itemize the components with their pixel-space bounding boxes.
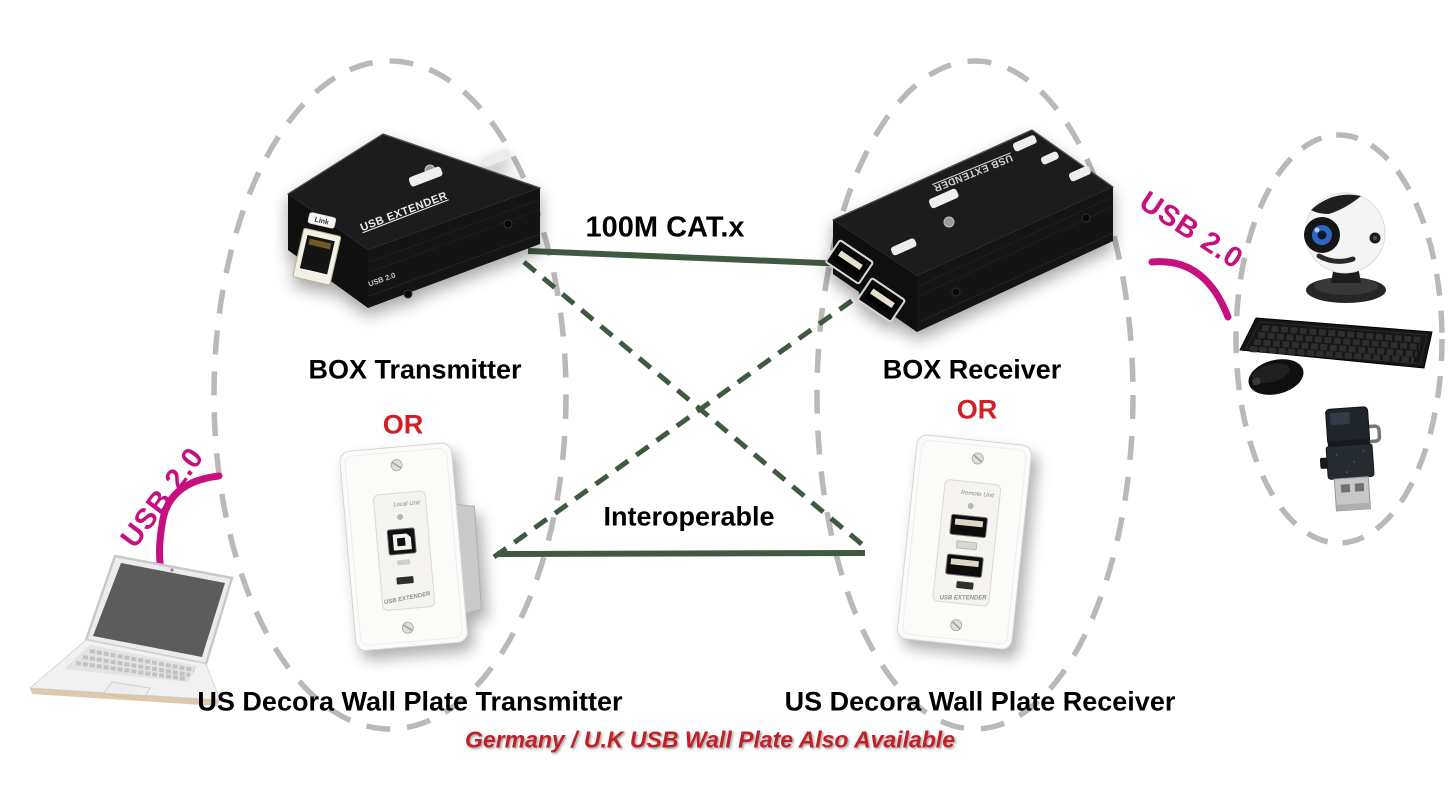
top-label-2 [1012,135,1037,152]
usb-curve-right [1148,258,1232,321]
laptop-bottom-edge [30,688,220,706]
transmitter-group-ellipse [211,58,569,732]
peripherals-group-ellipse [1233,132,1445,546]
laptop-screen [93,563,225,657]
mouse-scroll-wheel [1252,377,1261,386]
usb-a-port-1 [949,513,988,539]
drive-body [1325,443,1375,480]
box-transmitter-image: Link USB EXTENDER USB 2.0 [287,133,542,308]
svg-text:USB EXTENDER: USB EXTENDER [940,596,988,602]
cat-link-line [527,248,848,267]
rj45-port [292,227,342,286]
top-label-2 [482,148,511,167]
drive-nub [1319,457,1329,469]
top-label-4 [1068,166,1091,182]
cross-link-up-line [492,289,866,560]
brand-mark [396,576,414,585]
or-label-transmitter: OR [382,409,424,440]
screw [503,219,513,229]
availability-footnote: Germany / U.K USB Wall Plate Also Availa… [465,726,955,753]
receiver-group-ellipse [814,58,1136,732]
wall-plate-transmitter-label: US Decora Wall Plate Transmitter [197,686,623,717]
webcam-dot [170,568,174,572]
usb-a-port-2 [945,553,984,578]
usb-a-port-1 [825,239,874,285]
webcam-image [1304,192,1386,303]
usb-flash-drive-image [1319,406,1382,512]
box-transmitter-label: BOX Transmitter [308,354,522,385]
laptop-image [28,554,234,706]
box-front-face [368,188,540,308]
usb-b-port [386,527,417,556]
mouse [1248,359,1304,395]
top-label-3 [1040,151,1059,165]
or-label-receiver: OR [956,394,998,425]
front-label [890,238,917,256]
screw [951,287,961,297]
port-tag [955,540,978,551]
interop-link-label: Interoperable [603,501,775,532]
keyboard-mouse-image [1239,317,1433,395]
wall-plate-receiver-label: US Decora Wall Plate Receiver [784,686,1176,717]
box-front-face [917,187,1113,332]
top-label-1 [928,188,959,209]
status-led [967,503,974,510]
brand-mark [956,581,974,590]
cat-link-label: 100M CAT.x [585,211,745,244]
usb-a-port-2 [857,277,906,323]
unit-label: Remote Unit [960,490,994,499]
brand-print: USB EXTENDER [940,596,988,602]
wall-plate-receiver-image: Remote Unit USB EXTENDER [897,434,1032,650]
status-led [397,514,404,521]
svg-text:Link: Link [314,217,330,227]
status-led [943,216,955,228]
port-tag [396,559,411,566]
box-receiver-image: USB EXTENDER [825,129,1115,332]
link-port-label: Link [307,212,337,229]
screw [403,289,413,299]
unit-label: Local Unit [393,500,420,508]
usb-curve-left [156,472,223,578]
screw [1081,213,1091,223]
wall-plate-transmitter-image: Local Unit USB EXTENDER [339,442,482,651]
interop-link-line [496,550,866,557]
top-label-1 [408,166,443,187]
box-receiver-label: BOX Receiver [882,354,1062,385]
